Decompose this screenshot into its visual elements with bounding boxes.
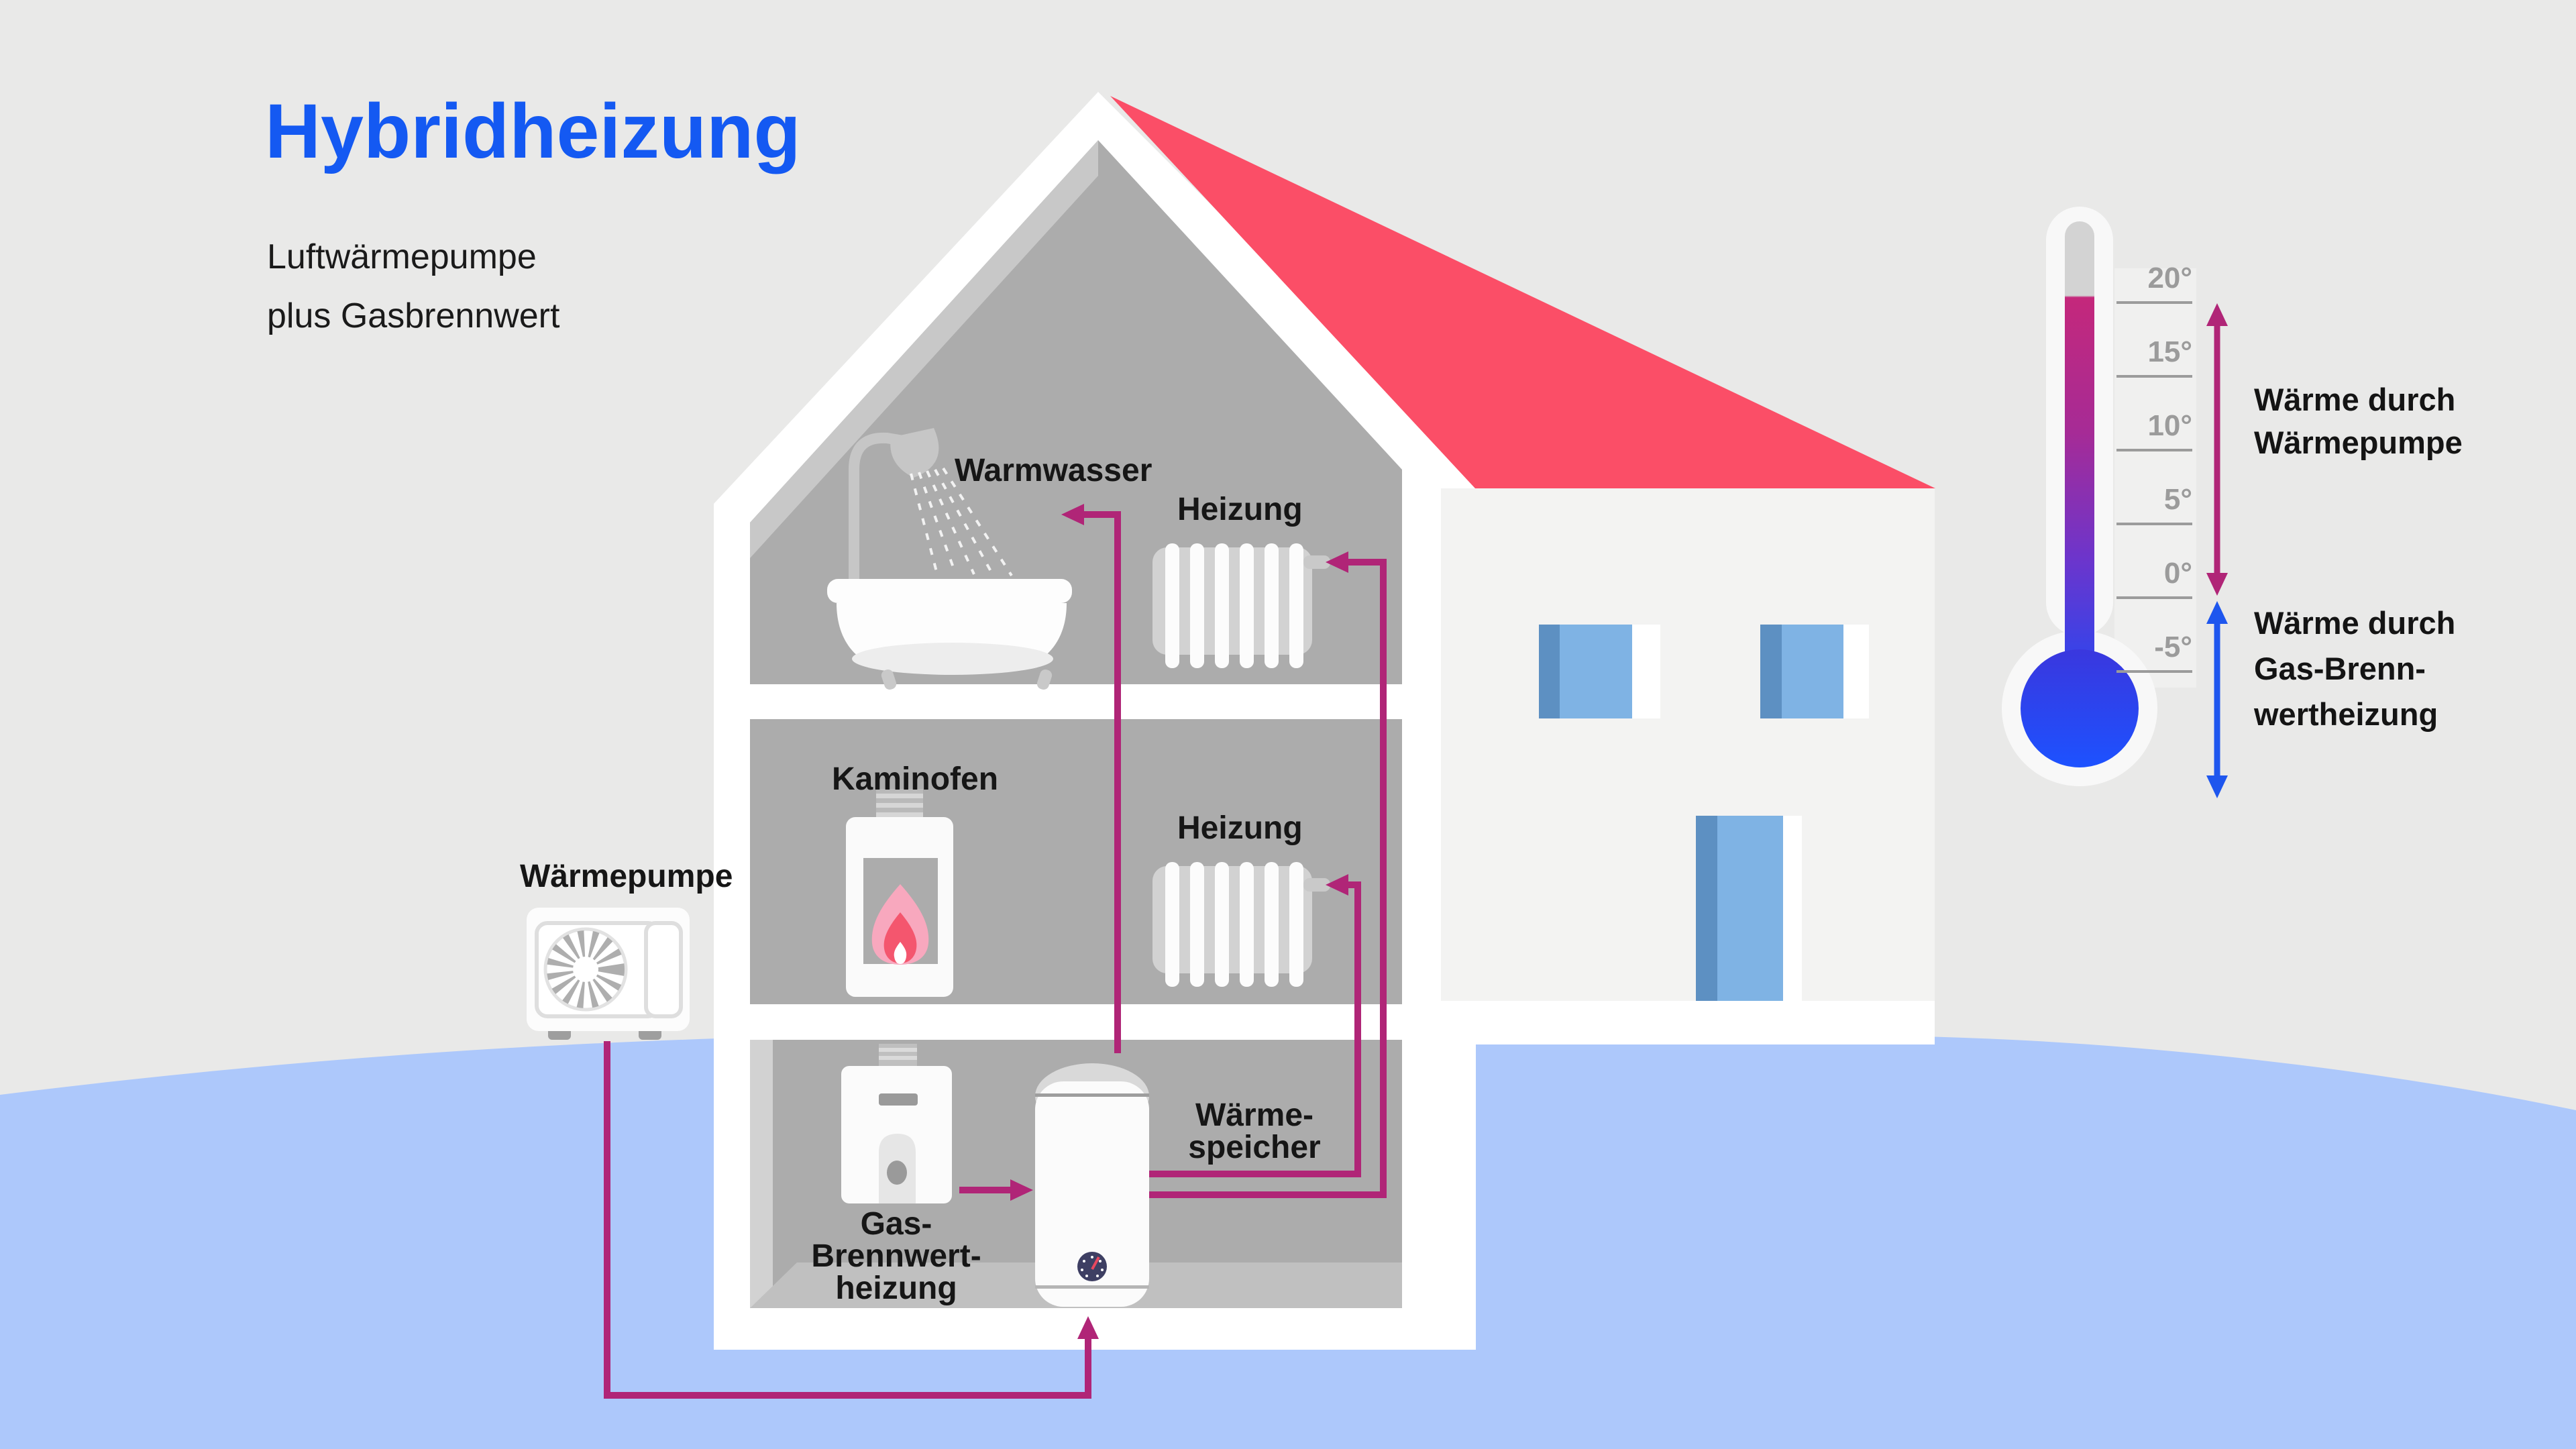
flame-inner-icon [883,912,917,963]
gas-boiler: Gas- Brennwert- heizung [811,1044,981,1306]
arrow-left-icon [1326,874,1348,896]
range-arrow-gas [2206,601,2228,798]
stove-label: Kaminofen [832,761,998,797]
warm-water-label: Warmwasser [955,453,1152,488]
pipe-storage-to-warmwater [1081,511,1121,1053]
tick-label: -5° [2154,631,2192,663]
thermometer-tube [2065,221,2094,691]
gable-highlight [750,140,1098,558]
arrow-up-icon [2206,601,2228,624]
shower-spray [910,467,1013,577]
legend-gas: Wärme durch Gas-Brenn- wertheizung [2253,605,2455,732]
pipe-storage-to-top-radiator [1149,559,1387,1198]
arrow-right-icon [1010,1179,1033,1201]
storage-label-2: speicher [1188,1130,1320,1165]
legend-line: Wärme durch [2254,382,2455,417]
gas-boiler-label-3: heizung [835,1271,957,1306]
arrow-down-icon [2206,573,2228,596]
stove-chimney-stripes [876,794,923,817]
arrow-left-icon [1061,504,1084,525]
basement-wall-shading [750,1040,773,1308]
fan-hub [573,957,598,982]
shower-pipe [849,432,908,584]
tick-label: 0° [2164,557,2192,590]
pipe-heatpump-to-storage [604,1041,1091,1399]
arrow-left-icon [1326,551,1348,573]
legend-line: Wärme durch [2254,605,2455,641]
pipes [604,511,1387,1399]
radiator-top-floor: Heizung [1152,492,1330,668]
legend-line: Gas-Brenn- [2254,651,2426,686]
flame-core-icon [894,942,907,964]
radiator-fins [1165,543,1303,668]
bathtub-foot [1036,669,1053,690]
storage-label-1: Wärme- [1195,1097,1313,1133]
bathtub-rim [827,579,1072,603]
radiator-valve [1303,878,1330,892]
thermometer-bulb [2021,649,2139,767]
range-arrow-heatpump [2206,303,2228,596]
facade-wall [1441,488,1935,1001]
tank-body [1035,1081,1149,1307]
page-title: Hybridheizung [265,89,801,174]
radiator-valve [1303,555,1330,569]
facade-base [1441,1001,1935,1044]
pipe-storage-to-mid-radiator [1149,881,1361,1177]
house-interior [750,140,1402,1308]
arrow-up-icon [2206,303,2228,326]
boiler-burner-eye [887,1161,907,1185]
thermometer: 20° 15° 10° 5° 0° -5° Wärme durch Wärmep… [2002,207,2463,798]
heat-storage-tank: Wärme- speicher [1035,1063,1321,1307]
bathtub-foot [881,669,897,690]
page-subtitle-line1: Luftwärmepumpe [267,237,537,276]
tick-label: 5° [2164,483,2192,516]
tick-label: 15° [2147,335,2192,368]
heating-mid-label: Heizung [1177,810,1303,846]
tank-gauge-needle [1091,1256,1100,1270]
floor-slab-lower [750,1004,1402,1040]
window-left [1539,625,1660,718]
boiler-vent [879,1044,917,1067]
fan-blades-icon [547,930,625,1008]
scale-backplate [2114,268,2196,688]
house-facade [1441,488,1935,1044]
legend-heatpump: Wärme durch Wärmepumpe [2254,382,2463,460]
gas-boiler-label-2: Brennwert- [811,1238,981,1274]
radiator-middle-floor: Heizung [1152,810,1330,987]
page-subtitle-line2: plus Gasbrennwert [267,297,560,335]
tick-label: 20° [2147,262,2192,294]
heating-top-label: Heizung [1177,492,1303,527]
tick-label: 10° [2147,409,2192,442]
arrow-up-icon [1077,1316,1099,1339]
scale-ticks [2116,301,2192,673]
tank-seam-top [1035,1093,1149,1097]
legend-line: Wärmepumpe [2254,425,2463,460]
wood-stove: Kaminofen [832,761,998,997]
bathtub-shading [852,643,1053,675]
pipe-arrowheads [1010,504,1348,1339]
floor-slab-upper [750,684,1402,719]
radiator-fins [1165,862,1303,987]
bathroom: Warmwasser [827,428,1152,690]
heat-pump-unit: Wärmepumpe [520,859,733,1040]
window-shade [1539,625,1560,718]
boiler-display [879,1093,918,1106]
tank-gauge-ticks [1081,1256,1104,1277]
door [1696,816,1802,1001]
window-right [1760,625,1869,718]
window-shade [1760,625,1782,718]
shower-head-icon [890,428,939,478]
scale-labels: 20° 15° 10° 5° 0° -5° [2147,262,2192,663]
heat-pump-label: Wärmepumpe [520,859,733,894]
boiler-vent-stripes [879,1048,917,1060]
arrow-down-icon [2206,775,2228,798]
title-block: Hybridheizung Luftwärmepumpe plus Gasbre… [265,89,801,335]
roof [1110,96,1935,488]
tank-seam-bottom [1035,1285,1149,1289]
door-shade [1696,816,1717,1001]
gas-boiler-label-1: Gas- [861,1206,932,1242]
legend-line: wertheizung [2253,696,2438,732]
heat-pump-side-panel [644,921,683,1018]
